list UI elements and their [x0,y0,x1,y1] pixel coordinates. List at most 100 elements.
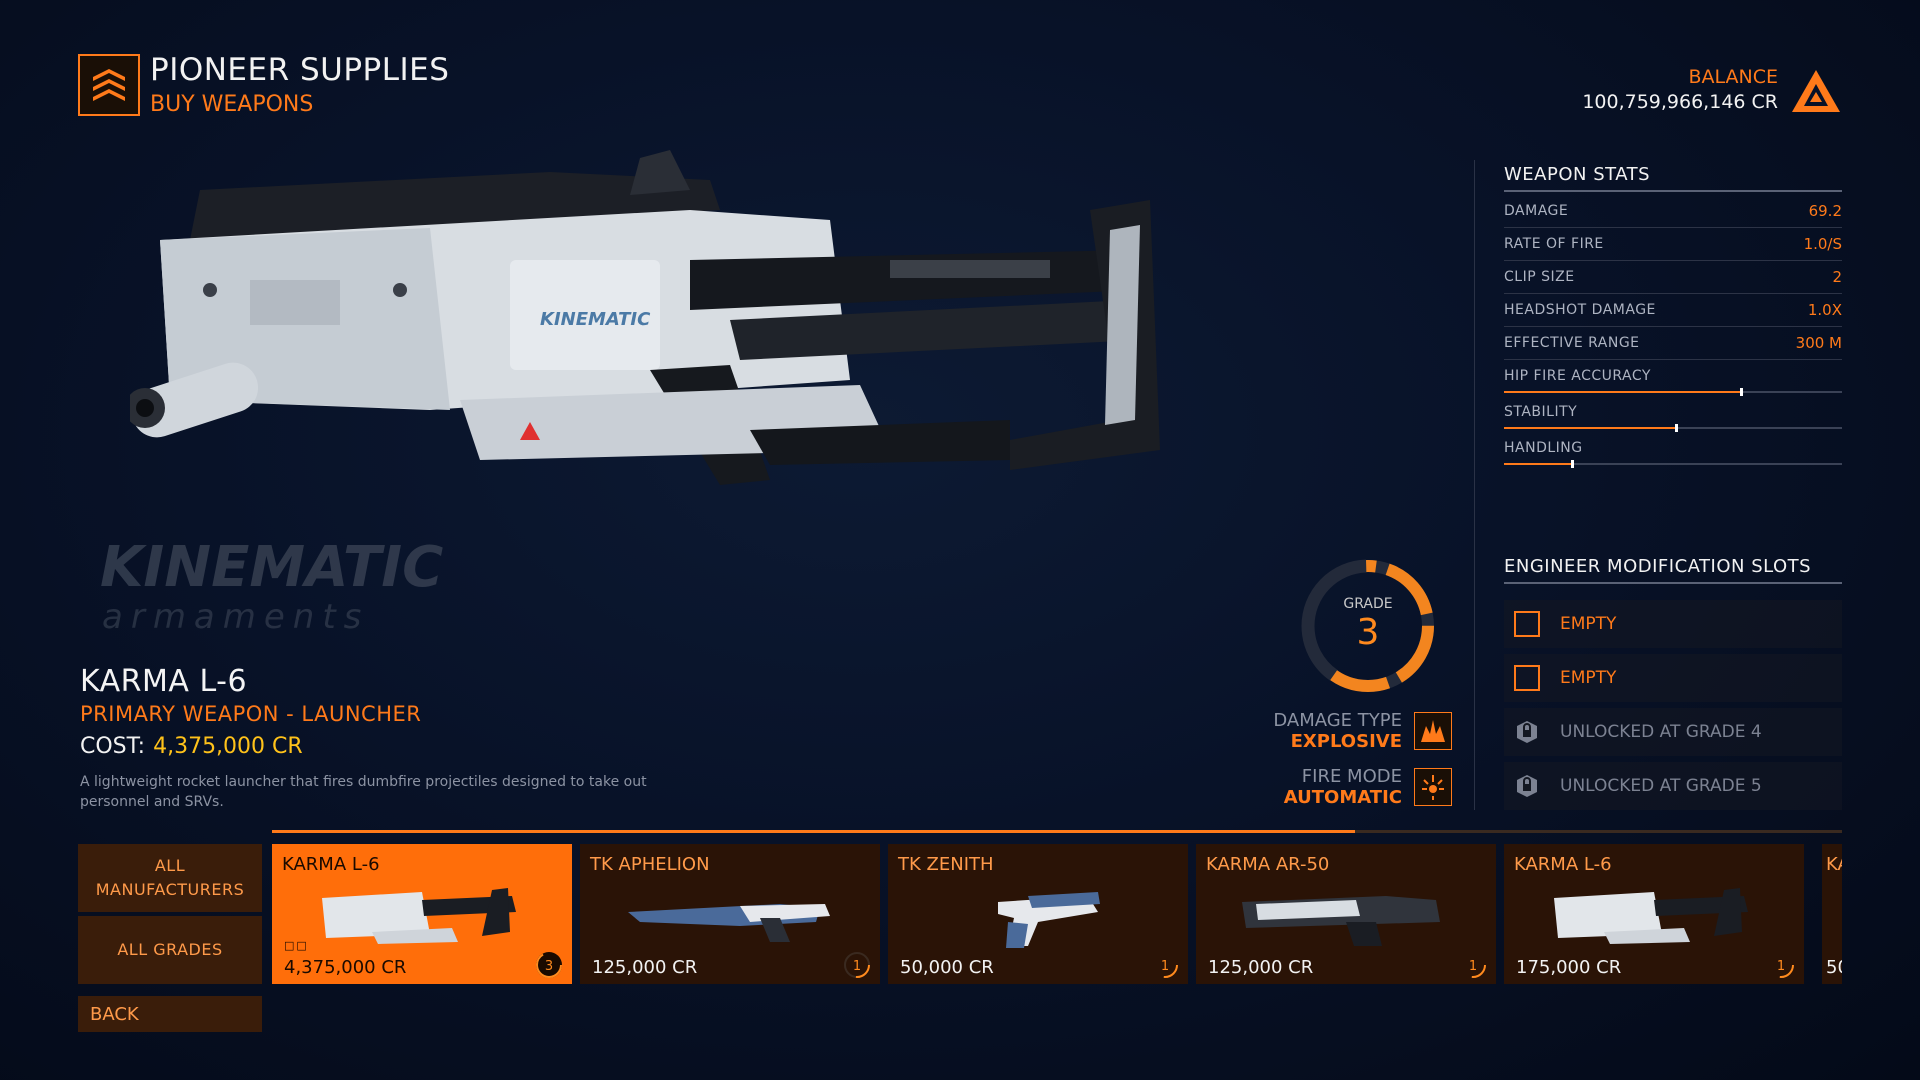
manufacturer-logo: KINEMATIC armaments [96,530,476,640]
lock-icon [1514,719,1540,745]
fire-mode-value: AUTOMATIC [1283,787,1402,808]
damage-type-label: DAMAGE TYPE [1273,710,1402,731]
card-name: TK ZENITH [898,854,994,875]
engineer-slots-title: ENGINEER MODIFICATION SLOTS [1504,556,1812,577]
item-card-tk-aphelion[interactable]: TK APHELION 1 125,000 CR [580,844,880,984]
weapon-thumbnail [1554,888,1748,944]
stat-row-headshot-damage: HEADSHOT DAMAGE 1.0X [1504,294,1842,327]
svg-text:armaments: armaments [102,597,369,637]
stat-bar-label: HANDLING [1504,440,1583,456]
back-button[interactable]: BACK [78,996,262,1032]
stat-value: 300 M [1795,334,1842,352]
stat-bar-label: STABILITY [1504,404,1578,420]
card-name: KARMA L-6 [1514,854,1612,875]
card-price: 125,000 CR [592,957,698,978]
item-card-karma-ar50[interactable]: KARMA AR-50 1 125,000 CR [1196,844,1496,984]
explosion-icon [1414,712,1452,750]
arx-triangle-icon [1790,68,1842,114]
engineer-slot-4: UNLOCKED AT GRADE 5 [1504,762,1842,810]
stat-bar-label: HIP FIRE ACCURACY [1504,368,1651,384]
grade-ring [1301,559,1435,693]
card-price: 125,000 CR [1208,957,1314,978]
item-description: A lightweight rocket launcher that fires… [80,774,647,810]
card-price: 4,375,000 CR [284,957,407,978]
stat-value: 69.2 [1808,202,1842,220]
weapon-preview-image: KINEMATIC [125,150,1430,590]
engineer-slot-3: UNLOCKED AT GRADE 4 [1504,708,1842,756]
weapon-thumbnail [628,904,830,942]
fire-mode-block: FIRE MODE AUTOMATIC [1200,766,1402,808]
card-name: KARMA AR-50 [1206,854,1330,875]
grade-badge-value: 1 [1469,959,1477,974]
stat-row-effective-range: EFFECTIVE RANGE 300 M [1504,327,1842,360]
shop-title: PIONEER SUPPLIES [150,52,450,88]
grade-badge-value: 1 [1161,959,1169,974]
slot-text: UNLOCKED AT GRADE 4 [1560,722,1762,742]
item-card-karma-l6-selected[interactable]: KARMA L-6 □□ 3 4,375,000 CR [272,844,572,984]
cost-row: COST: 4,375,000 CR [80,734,303,759]
item-card-tk-zenith[interactable]: TK ZENITH 1 50,000 CR [888,844,1188,984]
stat-bar-marker [1739,388,1743,396]
balance-value: 100,759,966,146 CR [1582,91,1778,113]
fire-mode-label: FIRE MODE [1301,766,1402,787]
item-card-karma-l6[interactable]: KARMA L-6 1 175,000 CR [1504,844,1804,984]
weapon-thumbnail [322,888,516,944]
lock-icon [1514,773,1540,799]
engineer-slot-1[interactable]: EMPTY [1504,600,1842,648]
grade-label: GRADE [1343,596,1393,612]
item-name: KARMA L-6 [80,664,248,699]
cost-value: 4,375,000 CR [153,734,303,759]
stat-bar-marker [1570,460,1574,468]
card-price: 50 [1826,957,1842,978]
empty-slot-checkbox-icon [1514,611,1540,637]
slot-text: EMPTY [1560,614,1617,634]
stat-bar-stability: STABILITY [1504,404,1842,432]
stat-bar-track [1504,424,1842,432]
grade-value: 3 [1356,612,1380,653]
item-type: PRIMARY WEAPON - LAUNCHER [80,702,422,726]
grade-badge-value: 1 [1777,959,1785,974]
grade-badge-icon: 1 [1768,952,1794,978]
stat-bar-fill [1504,391,1741,393]
item-list-scrollbar[interactable] [272,830,1842,833]
mod-slot-indicators: □□ [284,939,309,952]
cost-label: COST: [80,734,146,759]
empty-slot-checkbox-icon [1514,665,1540,691]
filter-all-manufacturers-button[interactable]: ALL MANUFACTURERS [78,844,262,912]
filter-all-grades-button[interactable]: ALL GRADES [78,916,262,984]
burst-fire-icon [1414,768,1452,806]
stat-bar-track [1504,460,1842,468]
weapon-stats-underline [1504,190,1842,192]
weapon-thumbnail [1242,896,1440,946]
stat-row-rate-of-fire: RATE OF FIRE 1.0/S [1504,228,1842,261]
item-list-scroll-thumb[interactable] [272,830,1356,833]
card-name: KA [1826,854,1842,875]
stat-row-clip-size: CLIP SIZE 2 [1504,261,1842,294]
card-price: 50,000 CR [900,957,994,978]
stat-value: 2 [1832,268,1842,286]
stat-row-damage: DAMAGE 69.2 [1504,195,1842,228]
damage-type-block: DAMAGE TYPE EXPLOSIVE [1200,710,1402,752]
svg-text:KINEMATIC: KINEMATIC [100,535,443,600]
card-name: TK APHELION [590,854,710,875]
item-card-partial[interactable]: KA 50 [1822,844,1842,984]
card-price: 175,000 CR [1516,957,1622,978]
panel-divider [1474,160,1475,810]
pioneer-supplies-logo-icon [78,54,140,116]
engineer-slot-2[interactable]: EMPTY [1504,654,1842,702]
svg-text:KINEMATIC: KINEMATIC [540,309,651,330]
grade-badge-icon: 1 [844,952,870,978]
stat-label: HEADSHOT DAMAGE [1504,302,1656,318]
grade-badge-icon: 3 [536,952,562,978]
grade-badge-icon: 1 [1460,952,1486,978]
engineer-slots-underline [1504,582,1842,584]
stat-bar-fill [1504,463,1572,465]
slot-text: EMPTY [1560,668,1617,688]
slot-text: UNLOCKED AT GRADE 5 [1560,776,1762,796]
stat-label: EFFECTIVE RANGE [1504,335,1640,351]
damage-type-value: EXPLOSIVE [1290,731,1402,752]
stat-bar-track [1504,388,1842,396]
card-name: KARMA L-6 [282,854,380,875]
grade-badge-icon: 1 [1152,952,1178,978]
stat-value: 1.0/S [1803,235,1842,253]
